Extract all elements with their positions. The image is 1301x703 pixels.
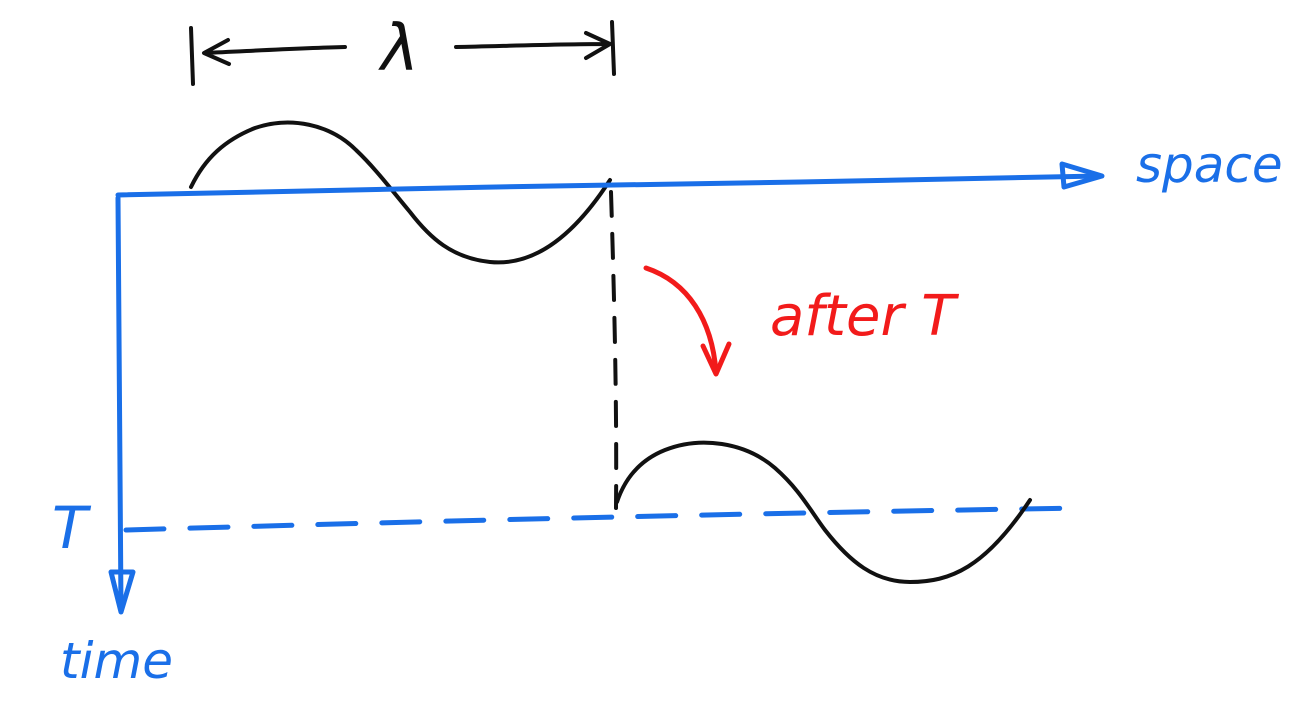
wavelength-left-tick xyxy=(189,26,195,86)
wavelength-right-arrow xyxy=(454,31,612,60)
time-axis-label: time xyxy=(60,632,173,690)
space-axis-label: space xyxy=(1136,136,1283,194)
space-axis-line xyxy=(115,173,1103,198)
wavelength-label: λ xyxy=(378,12,419,86)
wavelength-marker: λ xyxy=(189,12,616,86)
after-T-annotation: after T xyxy=(643,265,959,377)
time-T-dashed-line xyxy=(123,505,1085,533)
transition-label: after T xyxy=(770,284,959,349)
time-axis: time xyxy=(60,195,173,690)
period-tick-label: T xyxy=(52,494,92,562)
space-axis: space xyxy=(115,136,1283,198)
wavelength-right-tick xyxy=(610,20,616,76)
space-axis-arrowhead xyxy=(1059,161,1105,190)
time-axis-line xyxy=(115,195,124,613)
transition-arrowhead xyxy=(700,341,732,377)
wave-after-T xyxy=(615,440,1032,584)
vertical-guide-dashed xyxy=(609,190,619,510)
time-axis-arrowhead xyxy=(108,569,136,615)
transition-arrow-curve xyxy=(643,265,719,375)
wavelength-left-arrow xyxy=(202,38,347,66)
